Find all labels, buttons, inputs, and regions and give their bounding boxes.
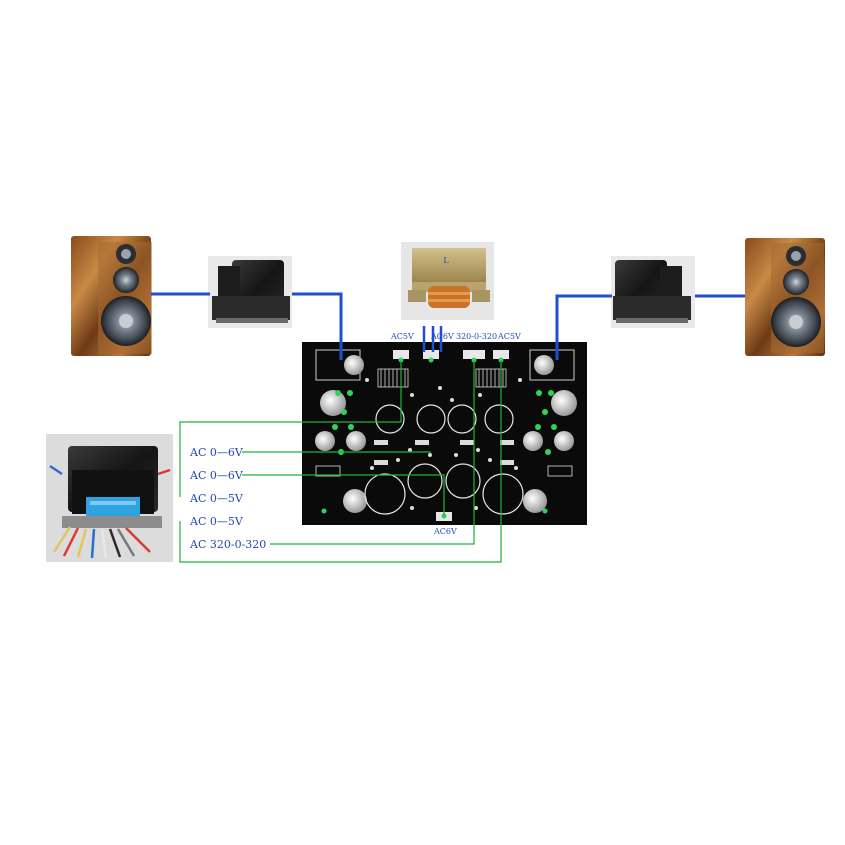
wiring-labels: AC 0—6V AC 0—6V AC 0—5V AC 0—5V AC 320-0… — [189, 446, 266, 551]
label-ac5v-left: AC5V — [390, 332, 414, 341]
left-output-transformer — [208, 256, 292, 328]
right-speaker — [745, 238, 825, 356]
label-hv-top: 320-0-320 — [456, 332, 497, 341]
power-transformer-leads — [422, 326, 443, 352]
label-ac5v-right: AC5V — [497, 332, 521, 341]
power-transformer-label: L — [443, 256, 449, 265]
left-speaker — [71, 236, 152, 356]
terminal-ac5v-right — [493, 350, 509, 359]
right-output-transformer — [611, 256, 695, 328]
wiring-label-ac-0-5v-2: AC 0—5V — [189, 515, 244, 528]
wiring-label-ac-320-0-320: AC 320-0-320 — [189, 538, 266, 551]
transformer-lead-wires — [49, 464, 171, 559]
terminal-ac5v-left — [393, 350, 409, 359]
label-ac6v-bottom: AC6V — [433, 527, 457, 536]
wiring-label-ac-0-6v-1: AC 0—6V — [189, 446, 244, 459]
terminal-hv — [463, 350, 485, 359]
terminal-ac6v-top — [423, 350, 439, 359]
power-wires — [179, 360, 502, 563]
speaker-wires — [151, 292, 745, 360]
midrange-icon — [783, 269, 809, 295]
power-transformer: L — [401, 242, 494, 320]
board-labels: AC5V AC6V 320-0-320 AC5V AC6V — [390, 332, 521, 536]
midrange-icon — [113, 267, 139, 293]
wiring-label-ac-0-5v-1: AC 0—5V — [189, 492, 244, 505]
wiring-label-ac-0-6v-2: AC 0—6V — [189, 469, 244, 482]
mains-transformer — [46, 434, 173, 562]
label-ac6v-top: AC6V — [430, 332, 454, 341]
